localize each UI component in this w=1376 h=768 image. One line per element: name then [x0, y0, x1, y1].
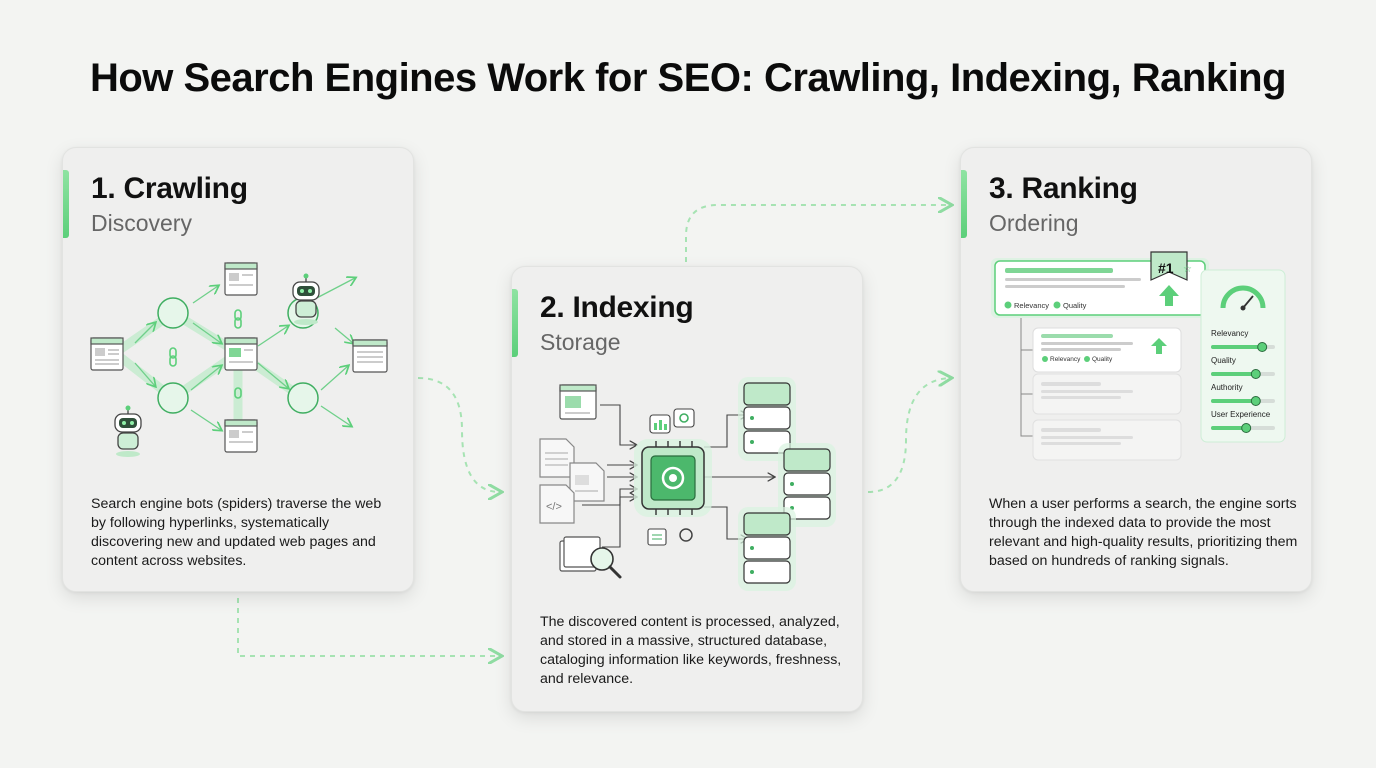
step-subheading: Discovery: [91, 210, 192, 236]
step-heading: 2. Indexing: [540, 291, 694, 324]
document-icon: [539, 384, 605, 502]
result-card: Relevancy Quality: [1032, 327, 1182, 373]
svg-text:</>: </>: [546, 501, 562, 513]
page-title: How Search Engines Work for SEO: Crawlin…: [89, 56, 1287, 100]
flow-arrow-crawl-to-index: [417, 377, 500, 492]
signal-item: Authority: [1211, 383, 1275, 406]
processor-chip-icon: [634, 439, 712, 517]
flow-arrow-crawl-bottom: [237, 598, 500, 656]
svg-text:☆: ☆: [1183, 264, 1192, 275]
signal-fill: [1211, 345, 1263, 349]
signal-knob: [1250, 369, 1261, 379]
signal-fill: [1211, 399, 1256, 403]
flow-arrow-index-to-rank-top: [685, 205, 950, 262]
link-chain-icon: [169, 309, 242, 399]
indexing-illustration: </>: [539, 377, 836, 591]
step-description: When a user performs a search, the engin…: [989, 496, 1298, 569]
gear-icon: [647, 528, 693, 546]
rank-badge-label: #1: [1158, 260, 1174, 276]
step-description: Search engine bots (spiders) traverse th…: [91, 496, 382, 569]
signal-label: Authority: [1211, 383, 1243, 392]
database-server-icon: [738, 377, 836, 591]
signal-label: Relevancy: [1211, 329, 1248, 338]
signal-item: Quality: [1211, 356, 1275, 379]
ranking-illustration: Relevancy Quality #1 ☆ Relevancy Quality: [991, 251, 1286, 461]
web-page-icon: [90, 262, 388, 453]
step-heading: 1. Crawling: [91, 172, 248, 205]
step-heading: 3. Ranking: [989, 172, 1138, 205]
tag-quality: Quality: [1092, 356, 1113, 363]
robot-icon: [114, 273, 320, 457]
chart-icon: [649, 414, 671, 434]
magnifier-icon: [559, 536, 622, 579]
step-description: The discovered content is processed, ana…: [540, 614, 842, 687]
signal-item: User Experience: [1211, 410, 1275, 433]
step-card-ranking: 3. Ranking Ordering Relevancy Quality #1…: [960, 147, 1312, 592]
step-subheading: Ordering: [989, 210, 1079, 236]
signal-fill: [1211, 426, 1247, 430]
step-card-indexing: 2. Indexing Storage: [511, 266, 863, 712]
rank-badge-icon: #1 ☆: [1150, 251, 1192, 306]
tag-relevancy: Relevancy: [1014, 301, 1049, 310]
gear-icon: [673, 408, 695, 428]
crawling-illustration: [90, 262, 388, 457]
signal-item: Relevancy: [1211, 329, 1275, 352]
step-subheading: Storage: [540, 329, 621, 355]
card-accent-bar: [961, 170, 967, 238]
card-accent-bar: [63, 170, 69, 238]
tag-relevancy: Relevancy: [1050, 356, 1081, 363]
result-card: [1032, 419, 1182, 461]
result-card: [1032, 373, 1182, 415]
signal-knob: [1241, 423, 1252, 433]
gauge-icon: [1220, 285, 1266, 311]
signal-knob: [1257, 342, 1268, 352]
signal-fill: [1211, 372, 1256, 376]
step-card-crawling: 1. Crawling Discovery: [62, 147, 414, 592]
tag-quality: Quality: [1063, 301, 1087, 310]
signal-label: User Experience: [1211, 410, 1271, 419]
code-file-icon: </>: [539, 484, 575, 524]
flow-arrow-index-to-rank: [867, 378, 950, 493]
signal-knob: [1250, 396, 1261, 406]
card-accent-bar: [512, 289, 518, 357]
signal-label: Quality: [1211, 356, 1236, 365]
